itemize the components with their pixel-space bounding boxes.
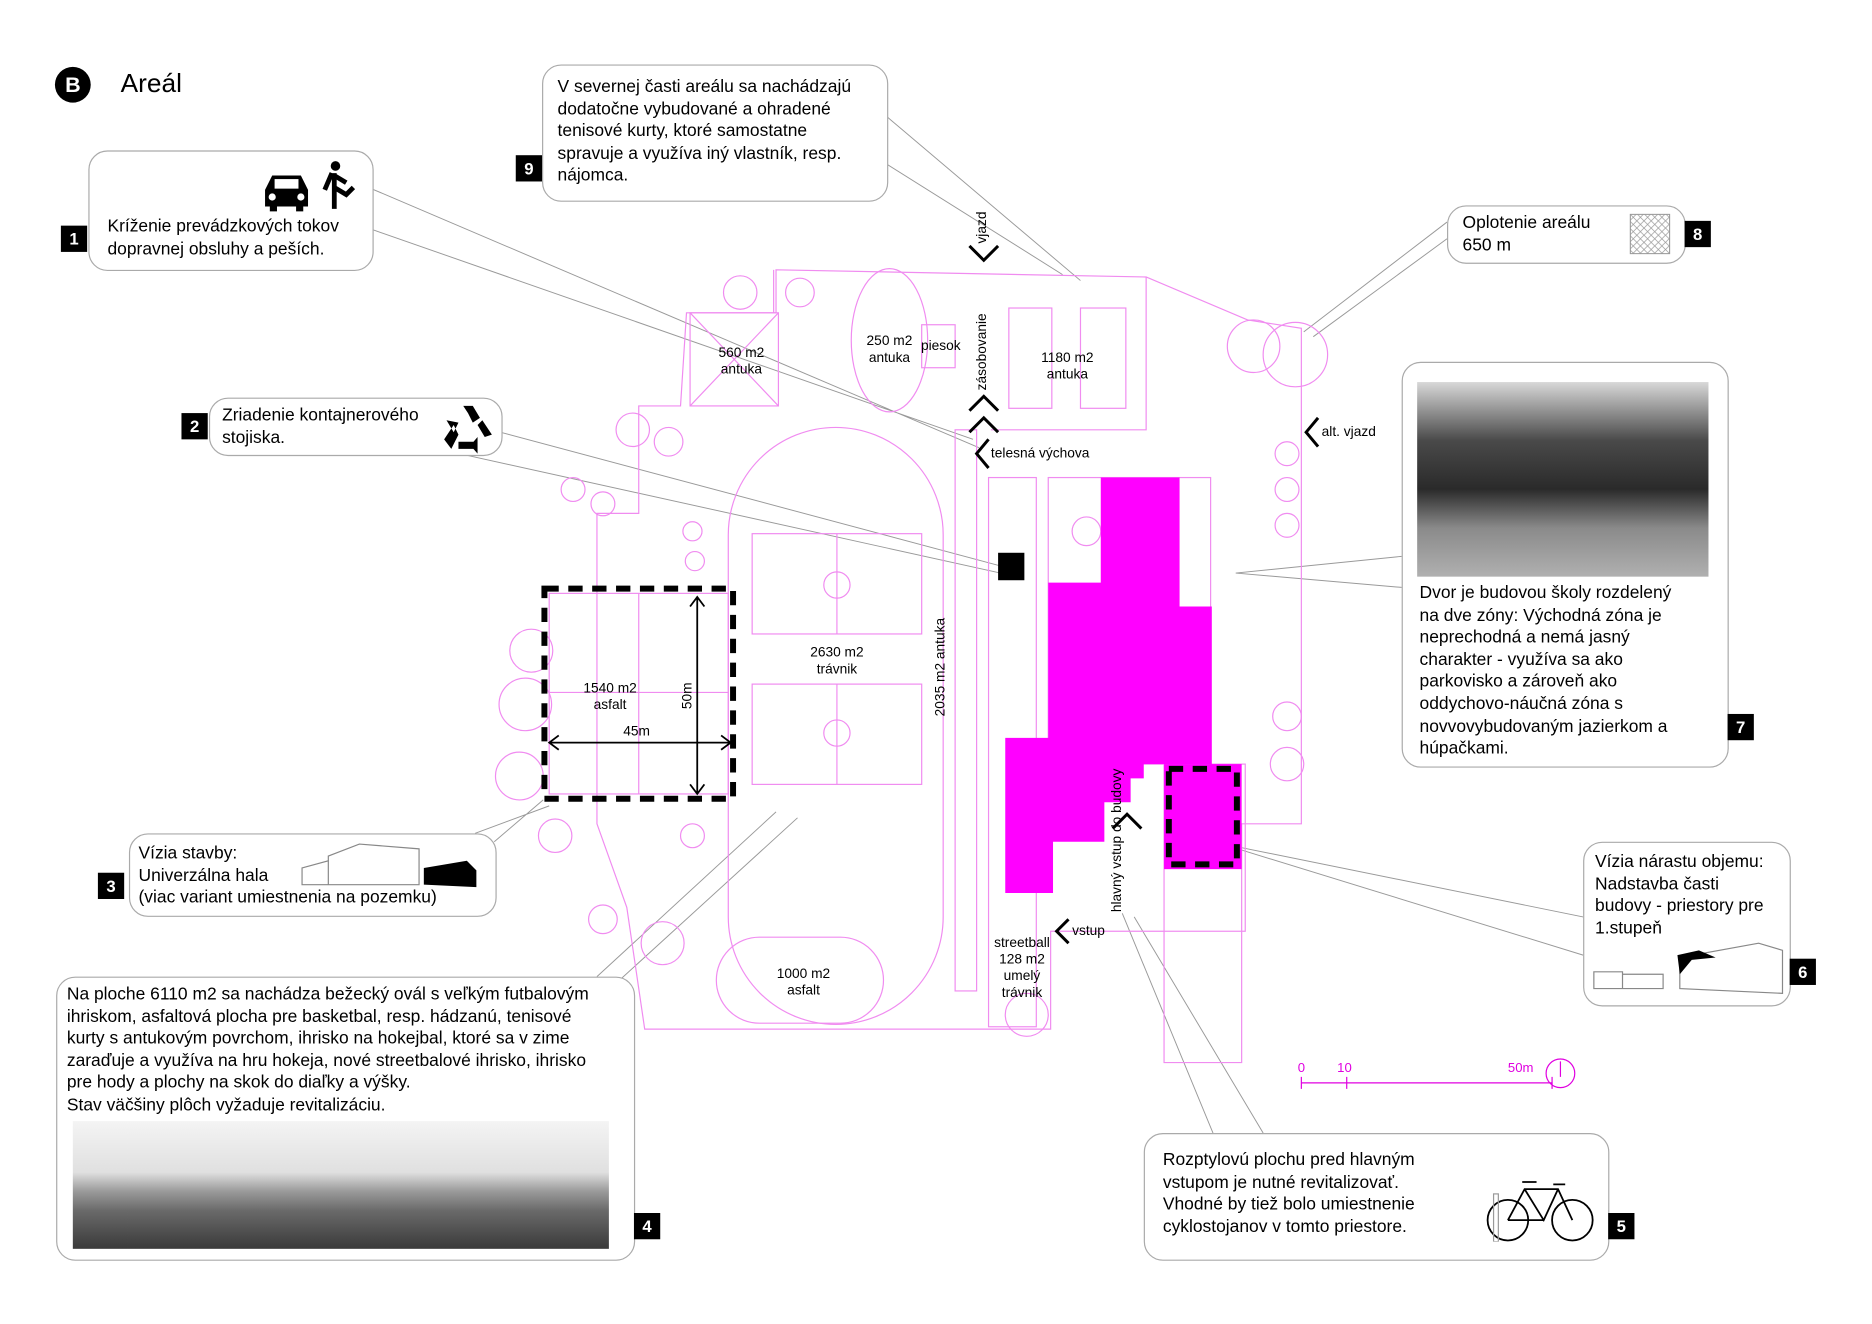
page-title: Areál xyxy=(120,68,182,98)
badge-4: 4 xyxy=(633,1213,661,1240)
callout-4-text: Na ploche 6110 m2 sa nachádza bežecký ov… xyxy=(66,984,589,1116)
school-building xyxy=(1005,477,1212,894)
label-1000: 1000 m2 asfalt xyxy=(776,967,831,999)
badge-9: 9 xyxy=(515,155,543,182)
callout-6-text: Vízia nárastu objemu: Nadstavba časti bu… xyxy=(1595,852,1764,939)
scale-0: 0 xyxy=(1297,1061,1306,1076)
label-vstup: vstup xyxy=(1072,924,1105,939)
container-stand xyxy=(998,552,1025,581)
sports-hall-vision xyxy=(541,585,737,802)
car-icon xyxy=(265,161,356,212)
label-streetball: streetball 128 m2 umelý trávnik xyxy=(994,936,1050,1001)
courtyard-photo xyxy=(1417,382,1709,577)
callout-9: V severnej časti areálu sa nachádzajú do… xyxy=(542,64,889,202)
label-vjazd: vjazd xyxy=(975,211,990,244)
dimension-45m: 45m xyxy=(623,724,650,740)
badge-3: 3 xyxy=(97,872,125,900)
badge-7: 7 xyxy=(1727,713,1754,741)
recycle-icon xyxy=(444,405,492,454)
label-1180: 1180 m2 antuka xyxy=(1041,351,1094,383)
badge-5: 5 xyxy=(1608,1213,1635,1240)
hall-sketch-icon xyxy=(301,843,477,888)
callout-8: Oplotenie areálu 650 m xyxy=(1447,205,1686,264)
badge-1: 1 xyxy=(60,225,88,252)
callout-3-text: Vízia stavby: Univerzálna hala (viac var… xyxy=(138,844,437,908)
callout-2: Zriadenie kontajnerového stojiska. xyxy=(208,397,503,457)
scale-10: 10 xyxy=(1337,1061,1352,1076)
badge-6: 6 xyxy=(1789,958,1816,985)
extension-sketch-icon xyxy=(1593,942,1784,994)
badge-2: 2 xyxy=(181,413,208,440)
callout-5-text: Rozptylovú plochu pred hlavným vstupom j… xyxy=(1162,1150,1415,1237)
callout-1: Kríženie prevádzkových tokov dopravnej o… xyxy=(88,150,374,272)
dimension-arrows xyxy=(547,595,733,796)
entry-chevrons xyxy=(968,244,1320,945)
callout-1-text: Kríženie prevádzkových tokov dopravnej o… xyxy=(107,217,339,259)
section-badge xyxy=(54,66,91,103)
callout-7: Dvor je budovou školy rozdelený na dve z… xyxy=(1401,361,1729,768)
label-2630: 2630 m2 trávnik xyxy=(810,645,864,677)
label-2035: 2035 m2 antuka xyxy=(933,617,948,717)
pedestrian-icon xyxy=(322,161,356,209)
building-extension xyxy=(1164,764,1242,870)
dimension-50m: 50m xyxy=(680,682,695,710)
callout-7-text: Dvor je budovou školy rozdelený na dve z… xyxy=(1419,583,1672,759)
callout-8-text: Oplotenie areálu 650 m xyxy=(1462,213,1591,256)
bicycle-icon xyxy=(1486,1181,1594,1242)
badge-8: 8 xyxy=(1684,220,1711,248)
label-alt-vjazd: alt. vjazd xyxy=(1321,425,1376,440)
callout-3: Vízia stavby: Univerzálna hala (viac var… xyxy=(128,833,497,917)
label-250: 250 m2 antuka xyxy=(866,334,913,366)
label-zasobovanie: zásobovanie xyxy=(975,313,990,391)
label-560: 560 m2 antuka xyxy=(718,346,765,378)
section-letter: B xyxy=(65,72,81,97)
callout-6: Vízia nárastu objemu: Nadstavba časti bu… xyxy=(1583,841,1791,1007)
callout-9-text: V severnej časti areálu sa nachádzajú do… xyxy=(557,77,852,186)
label-1540: 1540 m2 asfalt xyxy=(583,681,637,713)
site-outline xyxy=(494,268,1576,1089)
grounds-photo xyxy=(72,1121,609,1249)
fence-hatch-icon xyxy=(1629,213,1671,255)
label-piesok: piesok xyxy=(920,339,961,354)
scale-50: 50m xyxy=(1507,1061,1534,1076)
label-hlavny-vstup: hlavný vstup do budovy xyxy=(1110,768,1125,913)
callout-2-text: Zriadenie kontajnerového stojiska. xyxy=(222,405,419,448)
callout-4: Na ploche 6110 m2 sa nachádza bežecký ov… xyxy=(56,976,636,1261)
callout-5: Rozptylovú plochu pred hlavným vstupom j… xyxy=(1143,1133,1610,1261)
label-telesna-vychova: telesná výchova xyxy=(990,446,1090,461)
